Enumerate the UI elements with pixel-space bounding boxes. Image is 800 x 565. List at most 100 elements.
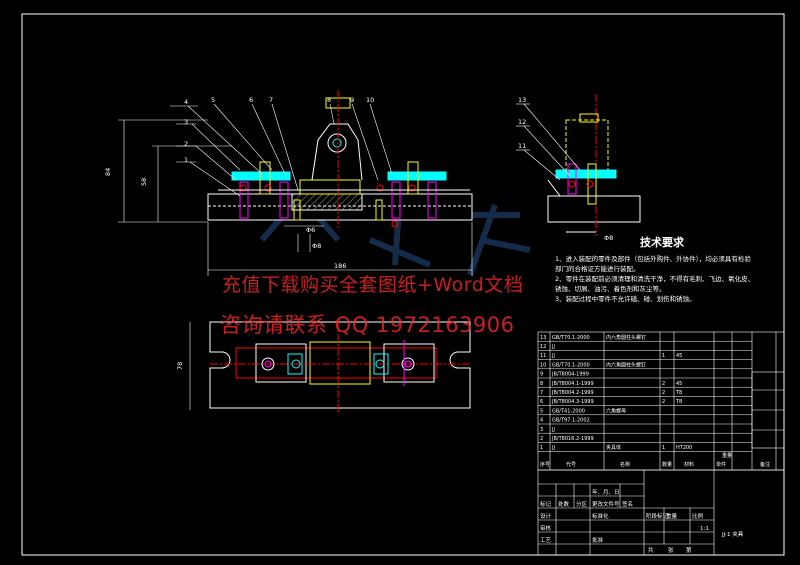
table-cell-code: GB/T41-2000: [552, 408, 585, 414]
dim-width: 78: [176, 362, 184, 370]
table-cell-no: 8: [540, 381, 543, 387]
table-cell-code: GB/T70.1-2000: [552, 362, 590, 368]
label-12: 12: [518, 118, 526, 126]
table-cell-material: 45: [676, 353, 682, 359]
tb-col-mark: 标记: [540, 500, 552, 508]
table-cell-qty: 1: [662, 353, 665, 359]
table-cell-no: 2: [540, 436, 543, 442]
label-7: 7: [269, 96, 273, 104]
dim-small: Φ8: [604, 234, 613, 242]
tb-col-change: 更改文件号: [592, 500, 620, 508]
tb-design: 设计: [540, 512, 552, 520]
requirements-title: 技术要求: [640, 236, 684, 249]
tb-sheet-no: 第: [686, 546, 692, 554]
table-cell-qty: 2: [662, 390, 665, 396]
tb-sheet-total: 共: [648, 546, 654, 554]
table-cell-code: JJ: [551, 344, 555, 350]
table-header-material: 材料: [684, 461, 694, 468]
table-cell-qty: 1: [662, 445, 665, 451]
leader-lines-side: [516, 103, 581, 181]
table-cell-material: HT200: [676, 445, 692, 451]
label-10: 10: [366, 96, 374, 104]
table-cell-code: JB/T8004.3-1999: [551, 399, 594, 405]
table-header-code: 代号: [566, 461, 576, 468]
tb-approve: 批准: [592, 536, 604, 544]
table-cell-code: GB/T70.1-2000: [552, 335, 590, 341]
tb-col-date: 年、月、日: [592, 488, 620, 496]
requirement-item: 部门的合格证方能进行装配。: [555, 265, 640, 273]
table-cell-code: JJ: [551, 353, 555, 359]
table-cell-name: 内六角圆柱头螺钉: [606, 334, 646, 341]
tb-standard: 标准化: [592, 512, 609, 520]
table-cell-no: 10: [540, 362, 546, 368]
tb-check: 审核: [540, 524, 552, 532]
table-header-note: 备注: [760, 461, 770, 468]
tb-scale: 比例: [692, 512, 704, 520]
tb-sheet: 张: [668, 546, 674, 554]
front-view: [207, 90, 473, 230]
table-cell-no: 11: [540, 353, 546, 359]
requirement-item: 1、进入装配的零件及部件（包括外购件、外协件），均必须具有检验: [555, 255, 751, 263]
table-cell-name: 夹具体: [606, 444, 621, 451]
table-cell-code: JB/T8004.1-1999: [551, 381, 594, 387]
label-13: 13: [518, 96, 526, 104]
requirements-list: 1、进入装配的零件及部件（包括外购件、外协件），均必须具有检验 部门的合格证方能…: [555, 254, 773, 304]
label-6: 6: [249, 96, 253, 104]
label-8: 8: [327, 96, 331, 104]
table-header-name: 名称: [620, 461, 630, 468]
drawing-border: [21, 13, 785, 556]
tb-col-count: 处数: [558, 500, 570, 508]
label-9: 9: [350, 96, 354, 104]
watermark-line-2: 咨询请联系 QQ 1972163906: [220, 313, 515, 337]
table-cell-no: 5: [540, 408, 543, 414]
table-cell-code: JB/T8004.2-1999: [551, 390, 594, 396]
tb-drawing-no: JJ-1 夹具: [721, 530, 744, 538]
table-cell-no: 1: [540, 445, 543, 451]
label-2: 2: [184, 140, 188, 148]
requirement-item: 2、零件在装配前必须清理和清洗干净，不得有毛刺、飞边、氧化皮、: [555, 275, 755, 283]
side-panel: [751, 371, 785, 449]
table-cell-material: T8: [675, 390, 682, 396]
watermark-line-1: 充值下载购买全套图纸+Word文档: [222, 274, 524, 296]
dim-height-total: 84: [104, 168, 112, 176]
title-block-grid: [537, 469, 785, 556]
dim-hole-b: Φ8: [312, 242, 321, 250]
table-cell-code: JJ: [551, 445, 555, 451]
table-cell-no: 3: [540, 427, 543, 433]
table-cell-no: 9: [540, 372, 543, 378]
label-5: 5: [211, 96, 215, 104]
label-3: 3: [184, 118, 188, 126]
table-header-no: 序号: [540, 461, 550, 468]
requirement-item: 3、装配过程中零件不允许磕、碰、划伤和锈蚀。: [555, 295, 696, 303]
tb-col-zone: 分区: [576, 500, 588, 508]
label-4: 4: [184, 98, 188, 106]
table-cell-material: T8: [675, 399, 682, 405]
requirement-item: 锈蚀、切屑、油污、着色剂和灰尘等。: [555, 285, 666, 293]
table-cell-qty: 2: [662, 381, 665, 387]
tb-stage: 阶段标记: [646, 512, 669, 520]
table-cell-no: 12: [540, 344, 546, 350]
dim-hole-a: Φ6: [306, 226, 315, 234]
table-cell-material: 45: [676, 381, 682, 387]
table-cell-no: 7: [540, 390, 543, 396]
table-cell-qty: 2: [662, 399, 665, 405]
table-cell-code: JB/T8004-1999: [551, 372, 589, 378]
table-header-single: 单件: [716, 461, 726, 468]
table-cell-no: 6: [540, 399, 543, 405]
label-1: 1: [184, 156, 188, 164]
table-header-qty: 数量: [662, 461, 672, 468]
side-view: [547, 94, 641, 236]
table-cell-name: 内六角圆柱头螺钉: [606, 361, 646, 368]
dim-length: 186: [334, 262, 346, 270]
table-cell-no: 13: [540, 335, 546, 341]
tb-scale-value: 1:1: [700, 526, 709, 532]
tb-weight: 重量: [666, 512, 678, 520]
table-cell-name: 六角螺母: [606, 407, 626, 414]
label-11: 11: [518, 142, 526, 150]
leader-lines: [170, 103, 393, 197]
table-cell-code: JB/T8016.2-1999: [551, 436, 594, 442]
table-cell-no: 4: [540, 418, 543, 424]
tb-col-sign: 签名: [622, 500, 633, 508]
